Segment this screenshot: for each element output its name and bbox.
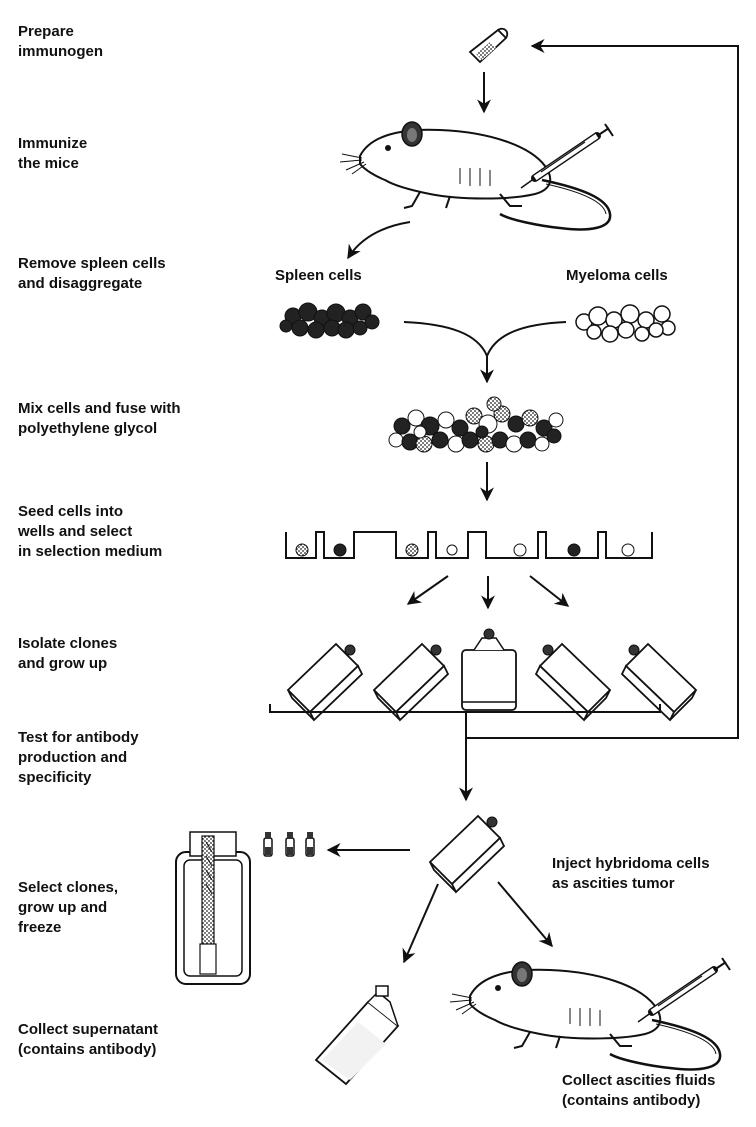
frozen-vial-icon	[285, 831, 295, 857]
label-inject-hybridoma: Inject hybridoma cells as ascities tumor	[552, 855, 710, 892]
mouse-with-syringe-icon	[448, 960, 722, 1071]
culture-flask-icon	[461, 628, 517, 711]
feedback-loop-arrow	[466, 39, 739, 739]
well-cells	[295, 543, 635, 557]
step-seed-cells: Seed cells into wells and select in sele…	[18, 503, 163, 560]
step-select-clones: Select clones, grow up and freeze	[18, 879, 119, 936]
step-remove-spleen: Remove spleen cells and disaggregate	[18, 255, 166, 292]
frozen-vial-icon	[263, 831, 273, 857]
arrow-to-spleen	[347, 221, 411, 260]
label-collect-ascites: Collect ascities fluids (contains antibo…	[562, 1072, 716, 1109]
arrow-to-flask-left	[406, 575, 449, 605]
arrow-to-ascites	[497, 881, 553, 948]
merge-curve-right	[486, 321, 567, 357]
label-spleen-cells: Spleen cells	[275, 267, 362, 284]
step-isolate-clones: Isolate clones and grow up	[18, 635, 118, 672]
culture-flask-icon	[429, 815, 505, 893]
fused-cells-cluster	[388, 396, 564, 453]
immunogen-tube-icon	[468, 27, 509, 64]
supernatant-flask-icon	[314, 985, 400, 1086]
freezer-dewar-icon	[175, 831, 251, 985]
arrow-to-flask-right	[529, 575, 570, 607]
merge-curve-left	[403, 321, 488, 357]
arrow-to-supernatant	[402, 883, 439, 964]
well-plate	[285, 531, 653, 559]
step-immunize-mice: Immunize the mice	[18, 135, 88, 172]
culture-flask-icon	[535, 643, 611, 721]
step-mix-fuse: Mix cells and fuse with polyethylene gly…	[18, 400, 181, 437]
frozen-vial-icon	[305, 831, 315, 857]
spleen-cells-cluster	[279, 302, 380, 339]
myeloma-cells-cluster	[575, 304, 676, 343]
culture-flask-icon	[287, 643, 363, 721]
culture-flask-icon	[373, 643, 449, 721]
step-test-antibody: Test for antibody production and specifi…	[18, 729, 139, 786]
label-myeloma-cells: Myeloma cells	[566, 267, 668, 284]
step-collect-supernatant: Collect supernatant (contains antibody)	[18, 1021, 159, 1058]
step-prepare-immunogen: Prepare immunogen	[18, 23, 103, 60]
mouse-with-syringe-icon	[338, 120, 612, 231]
syringe-icon	[638, 958, 730, 1022]
